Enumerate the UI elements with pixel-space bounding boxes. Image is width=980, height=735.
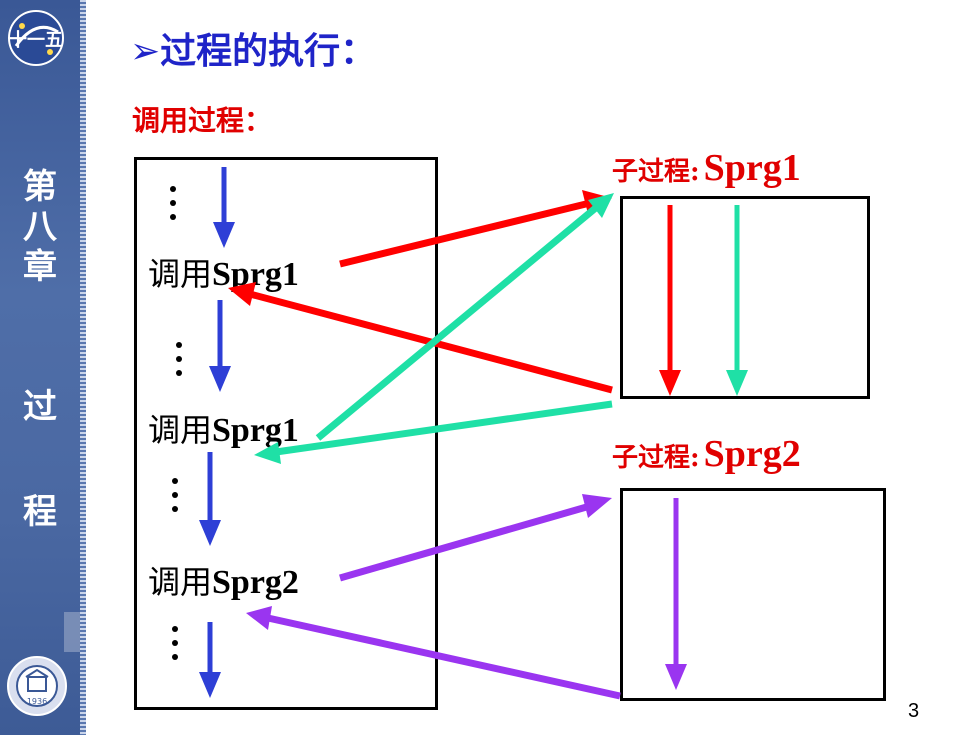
arrow-head-icon xyxy=(582,494,612,518)
call-prefix: 调用 xyxy=(148,255,213,293)
university-seal-icon: 1936 xyxy=(7,656,67,716)
bullet-icon: ➢ xyxy=(130,31,161,72)
arrow-head-icon xyxy=(659,370,681,396)
sidebar: 十一五 第 八 章 过 程 1936 xyxy=(0,0,86,735)
subprocedure-name: Sprg1 xyxy=(703,147,801,189)
call-prefix: 调用 xyxy=(148,563,213,601)
seal-year: 1936 xyxy=(27,697,47,706)
subprocedure-box-sprg2 xyxy=(620,488,886,701)
caller-procedure-box xyxy=(134,157,438,710)
subprocedure-label-2: 子过程: Sprg2 xyxy=(612,432,801,476)
ellipsis-dots xyxy=(170,186,176,228)
arrow-head-icon xyxy=(246,606,272,630)
arrow-head-icon xyxy=(665,664,687,690)
call-arrow-purple xyxy=(339,502,591,582)
return-arrow-purple xyxy=(267,614,621,700)
sidebar-strip xyxy=(64,612,84,652)
chapter-char-2: 八 xyxy=(23,207,57,247)
logo-top-text: 十一五 xyxy=(9,29,63,51)
call-name: Sprg1 xyxy=(212,256,299,293)
subprocedure-name: Sprg2 xyxy=(703,433,801,475)
arrow-head-icon xyxy=(726,370,748,396)
arrow-head-icon xyxy=(213,222,235,248)
arrow-head-icon xyxy=(588,193,614,218)
page-number: 3 xyxy=(908,700,920,722)
call-1-arrows xyxy=(228,190,681,396)
arrow-head-icon xyxy=(228,282,256,306)
caller-flow-arrows xyxy=(199,167,235,698)
ellipsis-dots xyxy=(172,626,178,668)
title-text: 过程的执行： xyxy=(160,31,377,72)
subprocedure-prefix: 子过程: xyxy=(612,443,700,473)
subprocedure-prefix: 子过程: xyxy=(612,157,700,187)
return-arrow-teal xyxy=(275,400,613,456)
ellipsis-dots xyxy=(172,478,178,520)
call-arrow-red xyxy=(339,199,591,268)
caller-label: 调用过程： xyxy=(132,104,273,137)
call-name: Sprg2 xyxy=(212,564,299,601)
chapter-char-4: 过 xyxy=(23,387,57,427)
call-2-arrows xyxy=(254,193,748,464)
arrow-head-icon xyxy=(254,442,281,464)
eleventh-five-year-logo-icon: 十一五 xyxy=(8,10,64,66)
call-arrow-teal xyxy=(315,203,601,441)
call-prefix: 调用 xyxy=(148,411,213,449)
call-name: Sprg1 xyxy=(212,412,299,449)
slide-title: ➢过程的执行： xyxy=(130,30,376,74)
arrow-head-icon xyxy=(209,366,231,392)
subprocedure-box-sprg1 xyxy=(620,196,870,399)
arrow-head-icon xyxy=(199,672,221,698)
chapter-char-5: 程 xyxy=(23,492,57,532)
call-3-arrows xyxy=(246,494,687,700)
call-statement-2: 调用Sprg1 xyxy=(148,410,299,456)
subprocedure-label-1: 子过程: Sprg1 xyxy=(612,146,801,190)
chapter-char-3: 章 xyxy=(23,247,57,287)
call-statement-1: 调用Sprg1 xyxy=(148,254,299,300)
chapter-char-1: 第 xyxy=(23,167,57,207)
arrow-head-icon xyxy=(199,520,221,546)
call-statement-3: 调用Sprg2 xyxy=(148,562,299,608)
ellipsis-dots xyxy=(176,342,182,384)
